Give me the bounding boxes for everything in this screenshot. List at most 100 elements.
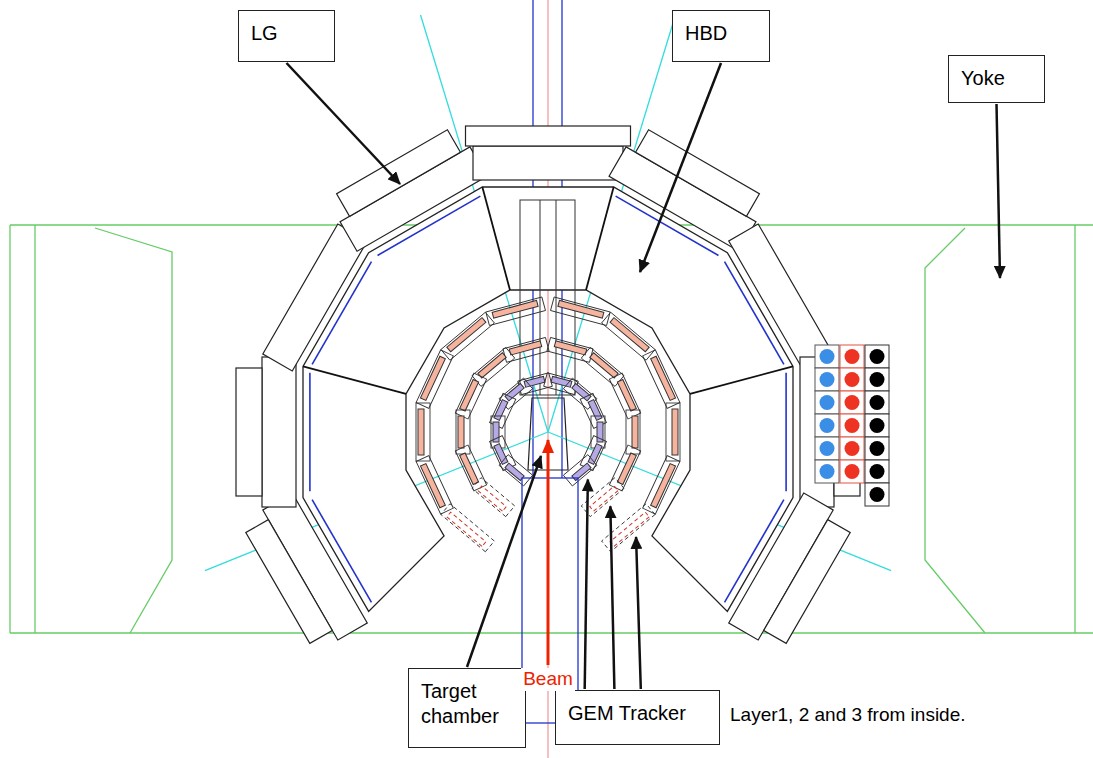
hbd-mirror	[725, 262, 784, 365]
yoke-line	[1074, 225, 1075, 633]
readout-grid	[815, 345, 889, 506]
support-frame	[520, 200, 575, 395]
grid-cell	[840, 437, 864, 460]
gem-layer	[632, 416, 638, 448]
grid-cell	[865, 368, 889, 391]
gem-layer	[420, 464, 445, 508]
grid-dot	[820, 395, 835, 410]
grid-cell	[865, 460, 889, 483]
hbd-mirror	[309, 373, 311, 492]
leader-arrow	[997, 104, 1001, 278]
gem-layer	[590, 486, 618, 511]
grid-dot	[870, 349, 885, 364]
gem-frame	[416, 350, 453, 408]
callout-text: Target chamber	[421, 679, 513, 729]
grid-dot	[845, 372, 860, 387]
gem-frame	[609, 445, 640, 491]
leader-arrow	[636, 537, 641, 689]
gem-frame	[455, 445, 486, 491]
grid-cell	[840, 368, 864, 391]
grid-dot	[870, 418, 885, 433]
gem-layer	[617, 379, 636, 411]
hbd-divider	[690, 366, 793, 394]
gem-layer	[447, 512, 486, 546]
grid-cell	[865, 345, 889, 368]
yoke-line	[10, 632, 1093, 633]
gem-layer	[492, 300, 538, 318]
grid-dot	[820, 418, 835, 433]
central-structure	[520, 200, 575, 395]
callout-text: LG	[251, 21, 322, 46]
gem-frame	[441, 504, 494, 552]
gem-layer	[505, 463, 524, 480]
gem-frame	[472, 478, 515, 517]
grid-cell	[840, 345, 864, 368]
gem-layer	[478, 486, 506, 511]
gem-frame	[441, 312, 494, 360]
grid-cell	[815, 460, 839, 483]
callout-box: LG	[238, 10, 335, 62]
callout-box: Target chamber	[408, 668, 526, 748]
gem-frame	[666, 403, 680, 461]
gem-layer	[554, 341, 586, 355]
callout-text: HBD	[685, 21, 757, 46]
gem-layer	[588, 400, 602, 421]
hbd-mirror	[312, 500, 371, 603]
grid-dot	[870, 441, 885, 456]
grid-cell	[815, 368, 839, 391]
grid-cell	[840, 414, 864, 437]
gem-layer	[651, 356, 676, 400]
grid-dot	[820, 441, 835, 456]
gem-layer	[672, 409, 678, 455]
gem-frame	[472, 347, 515, 386]
grid-dot	[870, 464, 885, 479]
lg-block	[337, 130, 461, 217]
grid-cell	[840, 391, 864, 414]
yoke-line	[925, 228, 985, 633]
hbd-mirror	[312, 262, 371, 365]
gem-frame	[416, 403, 430, 461]
hbd-divider	[586, 187, 614, 290]
grid-cell	[865, 414, 889, 437]
gem-frame	[455, 373, 486, 419]
gem-frame	[643, 350, 680, 408]
grid-dot	[845, 464, 860, 479]
gem-frame	[503, 337, 549, 362]
gem-layer	[617, 453, 636, 485]
callout-box: HBD	[672, 10, 770, 62]
gem-frame	[486, 297, 546, 326]
grid-dot	[845, 349, 860, 364]
hbd-divider	[303, 366, 406, 394]
grid-cell	[865, 437, 889, 460]
leader-arrow	[610, 506, 614, 689]
gem-layer	[610, 318, 649, 352]
grid-cell	[815, 414, 839, 437]
grid-dot	[820, 372, 835, 387]
hbd-mirror	[785, 373, 787, 492]
grid-cell	[865, 483, 889, 506]
leader-arrow	[467, 456, 541, 667]
grid-dot	[845, 441, 860, 456]
gem-frame	[416, 456, 453, 514]
gem-layer	[509, 341, 541, 355]
gem-frame	[609, 373, 640, 419]
gem-frame	[491, 416, 505, 448]
gem-frame	[591, 416, 605, 448]
beam-label: Beam	[521, 668, 575, 691]
gem-frame	[643, 456, 680, 514]
lg-block	[764, 520, 851, 644]
gem-layer	[460, 379, 479, 411]
grid-dot	[845, 418, 860, 433]
grid-cell	[815, 345, 839, 368]
callout-box: GEM Tracker	[555, 690, 720, 745]
callout-text: GEM Tracker	[568, 701, 707, 726]
grid-cell	[815, 391, 839, 414]
grid-dot	[870, 372, 885, 387]
hbd-mirror	[378, 196, 481, 255]
gem-layer	[420, 356, 445, 400]
grid-dot	[820, 464, 835, 479]
hbd-divider	[482, 187, 510, 290]
gem-layer	[590, 353, 618, 378]
